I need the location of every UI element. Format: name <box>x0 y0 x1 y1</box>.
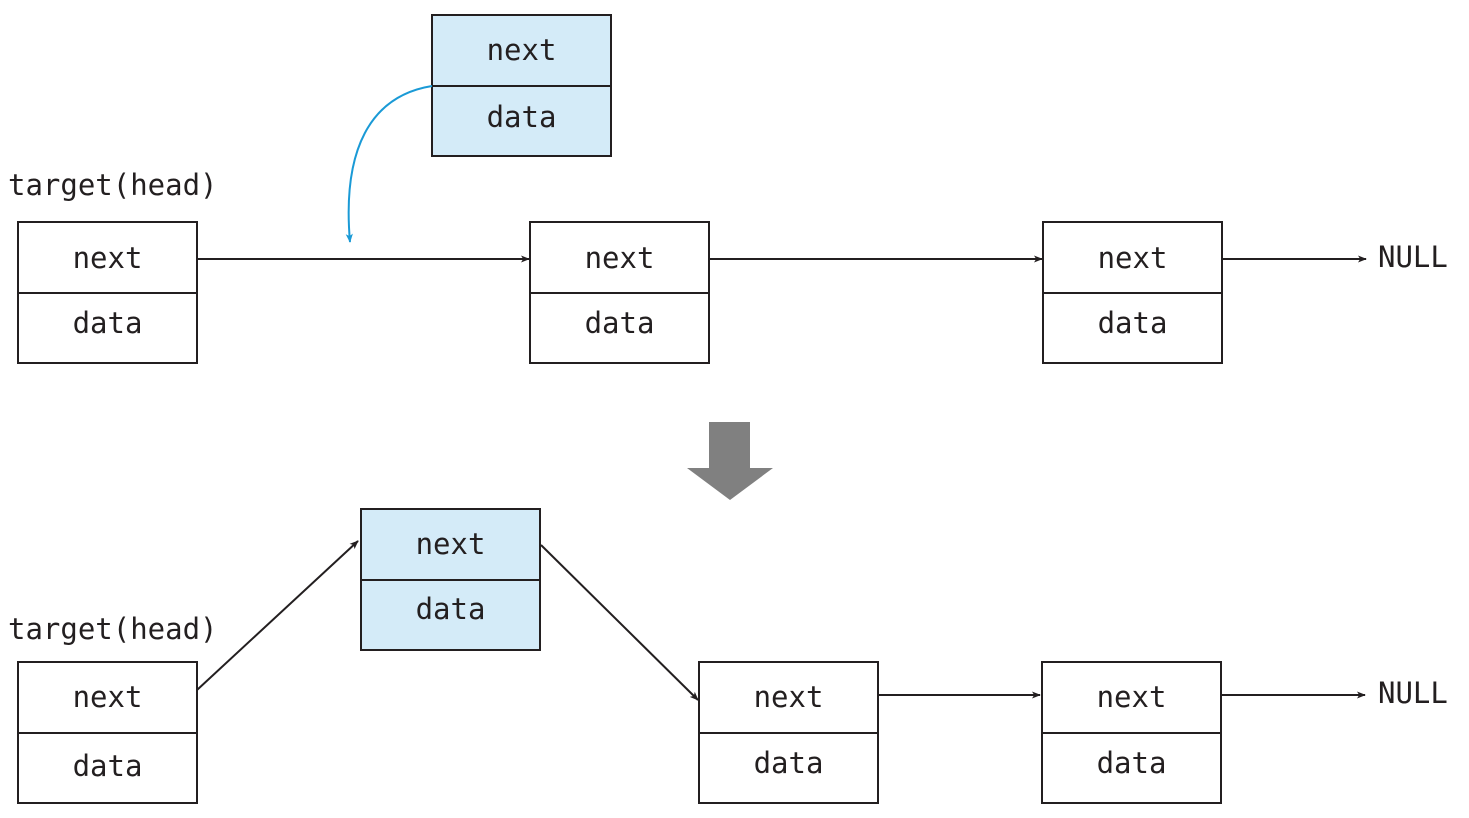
new-node: next data <box>431 14 612 157</box>
node-data-cell <box>431 85 612 157</box>
list-node: next data <box>1041 661 1222 804</box>
before-state: target(head) next data next data next da… <box>8 14 1448 364</box>
head-label: target(head) <box>8 168 218 202</box>
null-label: NULL <box>1378 676 1448 710</box>
node-data-cell <box>1041 732 1222 804</box>
node-next-cell <box>17 221 198 294</box>
node-data-label: data <box>73 306 143 340</box>
after-state: target(head) next data next data next da… <box>8 508 1448 804</box>
step-down-arrow-icon <box>687 422 773 500</box>
node-data-label: data <box>754 746 824 780</box>
node-next-label: next <box>73 241 143 275</box>
list-node: next data <box>1042 221 1223 364</box>
node-next-label: next <box>487 33 557 67</box>
list-node: next data <box>698 661 879 804</box>
node-next-label: next <box>1098 241 1168 275</box>
node-next-cell <box>698 661 879 734</box>
null-label: NULL <box>1378 240 1448 274</box>
inserted-node: next data <box>360 508 541 651</box>
node-next-cell <box>1041 661 1222 734</box>
node-data-label: data <box>487 100 557 134</box>
node-data-cell <box>17 732 198 804</box>
list-node: next data <box>17 221 198 364</box>
node-data-cell <box>698 732 879 804</box>
node-data-cell <box>529 292 710 364</box>
node-data-label: data <box>416 592 486 626</box>
insert-position-arrow <box>345 85 433 243</box>
list-node: next data <box>17 661 198 804</box>
next-pointer-arrow <box>196 540 359 691</box>
list-node: next data <box>529 221 710 364</box>
node-next-label: next <box>1097 680 1167 714</box>
node-next-cell <box>529 221 710 294</box>
node-next-label: next <box>585 241 655 275</box>
node-next-label: next <box>754 680 824 714</box>
node-data-cell <box>17 292 198 364</box>
node-data-label: data <box>1098 306 1168 340</box>
node-next-label: next <box>416 527 486 561</box>
node-data-label: data <box>1097 746 1167 780</box>
node-data-cell <box>1042 292 1223 364</box>
node-data-label: data <box>73 749 143 783</box>
node-data-cell <box>360 579 541 651</box>
node-data-label: data <box>585 306 655 340</box>
node-next-cell <box>17 661 198 734</box>
next-pointer-arrow <box>540 544 699 701</box>
head-label: target(head) <box>8 612 218 646</box>
node-next-label: next <box>73 680 143 714</box>
